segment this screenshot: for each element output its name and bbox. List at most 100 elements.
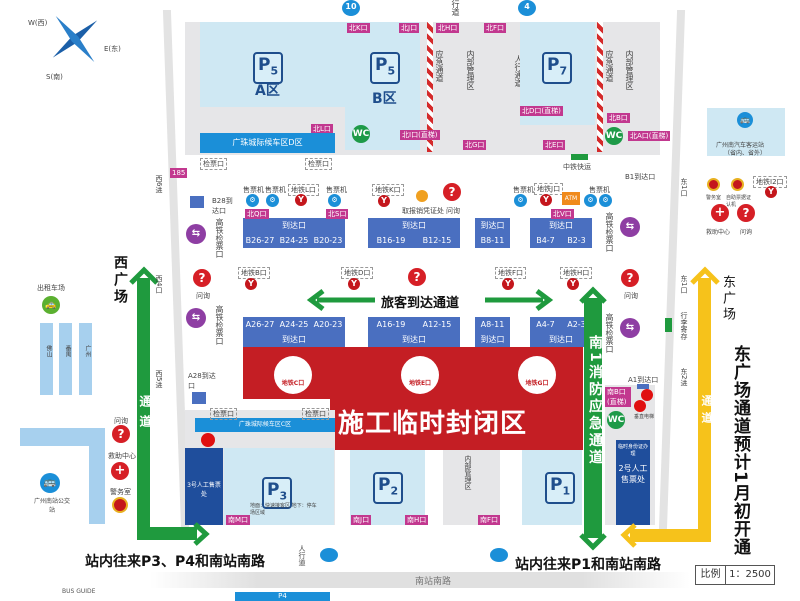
metro-j-label: 地铁J口 (534, 183, 564, 195)
arrival-label: 到达口 (402, 335, 426, 344)
metro-icon: Y (295, 194, 307, 206)
arrow-up-icon (690, 266, 720, 285)
ticket-machine-icon[interactable]: ⚙ (246, 194, 259, 207)
emergency-label: 应急通道 (435, 50, 444, 82)
ticket-machine-label: 售票机 (513, 186, 534, 194)
gate-north-b: 北B口 (607, 113, 630, 123)
gate-north-f: 北F口 (484, 23, 507, 33)
coach-station-sub: （省内、省外） (724, 150, 767, 157)
restroom-icon: WC (607, 411, 625, 429)
arrival-gate-block: 到达口 B8-11 (475, 218, 510, 248)
west-passage-label: 通道 (138, 395, 152, 435)
metro-g-icon: 地铁G口 (518, 356, 556, 394)
marker-185: 185 (170, 168, 188, 178)
internal-label: 内部管理区 (464, 455, 472, 490)
west-exit-5: 西5进 (155, 370, 163, 389)
ticket-machine-icon[interactable]: ⚙ (599, 194, 612, 207)
bus-icon: 🚌 (737, 112, 753, 128)
self-cert-label: 自助票据证认机 (726, 195, 752, 208)
ticket-check-label: 检票口 (200, 158, 227, 170)
internal-label: 内部管理区 (466, 50, 475, 90)
inquiry-label: 问询 (196, 292, 210, 300)
arrival-range-row: B8-11 (475, 233, 510, 248)
receipt-label: 取报销凭证处 (402, 207, 444, 215)
taxi-lane: 番禺 (59, 323, 72, 395)
p4-bar: P4 (235, 592, 330, 601)
arrival-label: 到达口 (282, 335, 306, 344)
bottom-right-text: 站内往来P1和南站南路 (515, 557, 662, 573)
ticket-check-label: 检票口 (210, 408, 237, 420)
arrival-label: 到达口 (480, 221, 505, 230)
gate-north-i: 北I口(直梯) (400, 130, 440, 140)
arrival-range: B12-15 (422, 236, 452, 245)
metro-k-label: 地铁K口 (372, 184, 404, 196)
cr-express-marker (571, 154, 588, 160)
inquiry-icon: ? (443, 183, 461, 201)
east-exit-1: 东1口 (680, 178, 688, 197)
bus-platform (20, 428, 105, 446)
gate-north-e: 北E口 (543, 140, 566, 150)
arrival-range: B26-27 (245, 236, 275, 245)
ticket-machine-label: 售票机 (589, 186, 610, 194)
ticket-machine-icon[interactable]: ⚙ (584, 194, 597, 207)
ped-passage-label: 人行通道 (514, 55, 523, 87)
inquiry-label: 问询 (740, 229, 753, 236)
metro-icon: Y (378, 195, 390, 207)
parking-p1: P1 (545, 472, 576, 505)
arrival-range: B8-11 (480, 236, 505, 245)
east-passage-label: 通道 (700, 395, 713, 429)
ticket-machine-icon[interactable]: ⚙ (514, 194, 527, 207)
east-passage (698, 278, 711, 542)
inquiry-label: 问询 (446, 207, 460, 215)
internal-label-2: 内部管理区 (625, 50, 634, 90)
ticket-check-label: 检票口 (305, 158, 332, 170)
luggage-label: 行李寄存 (680, 312, 688, 340)
ticket-machine-icon[interactable]: ⚙ (328, 194, 341, 207)
hsr-check-label: 高铁检票口 (605, 313, 614, 353)
west-exit-4: 西4口 (155, 275, 163, 294)
arrival-range: A2-3 (567, 320, 586, 329)
hsr-check-label: 高铁检票口 (215, 305, 224, 345)
b28-marker (190, 196, 204, 208)
compass-rose-icon (52, 16, 98, 62)
b28-arrival-label: B28到达口 (212, 197, 233, 215)
ticket-machine-label: 售票机 (265, 186, 286, 194)
temp-id-label: 临时身份证办理 (617, 444, 648, 457)
first-aid-icon: + (111, 462, 129, 480)
receipt-icon (416, 190, 428, 202)
ped-top-label: 行道 (451, 0, 460, 16)
metro-b-label: 地铁B口 (238, 267, 270, 279)
gate-south-f: 南F口 (478, 515, 501, 525)
arrival-label: 到达口 (549, 221, 573, 230)
elevator-icon (634, 400, 646, 412)
bus-stop-icon (320, 548, 338, 562)
self-cert-icon (731, 178, 744, 191)
west-square-label: 西广场 (112, 255, 128, 306)
ticket-machine-icon[interactable]: ⚙ (266, 194, 279, 207)
arrow-left-icon (620, 523, 637, 548)
east-exit-1b: 东1口 (680, 275, 688, 294)
gate-north-h: 北H口 (436, 23, 460, 33)
west-passage (137, 278, 150, 540)
bottom-left-text: 站内往来P3、P4和南站南路 (85, 554, 266, 570)
metro-icon: Y (540, 194, 552, 206)
inquiry-icon: ? (737, 204, 755, 222)
west-passage (137, 527, 197, 540)
elevator-label: 垂直电梯 (634, 414, 655, 420)
cr-express-label: 中铁快运 (563, 163, 591, 171)
arrival-range-row: A8-11 (475, 317, 510, 332)
arrow-up-icon (579, 286, 607, 304)
hsr-check-label: 高铁检票口 (605, 212, 614, 252)
police-label: 警务室 (110, 488, 131, 496)
metro-d-label: 地铁D口 (341, 267, 374, 279)
east-exit-2: 东2进 (680, 368, 688, 387)
